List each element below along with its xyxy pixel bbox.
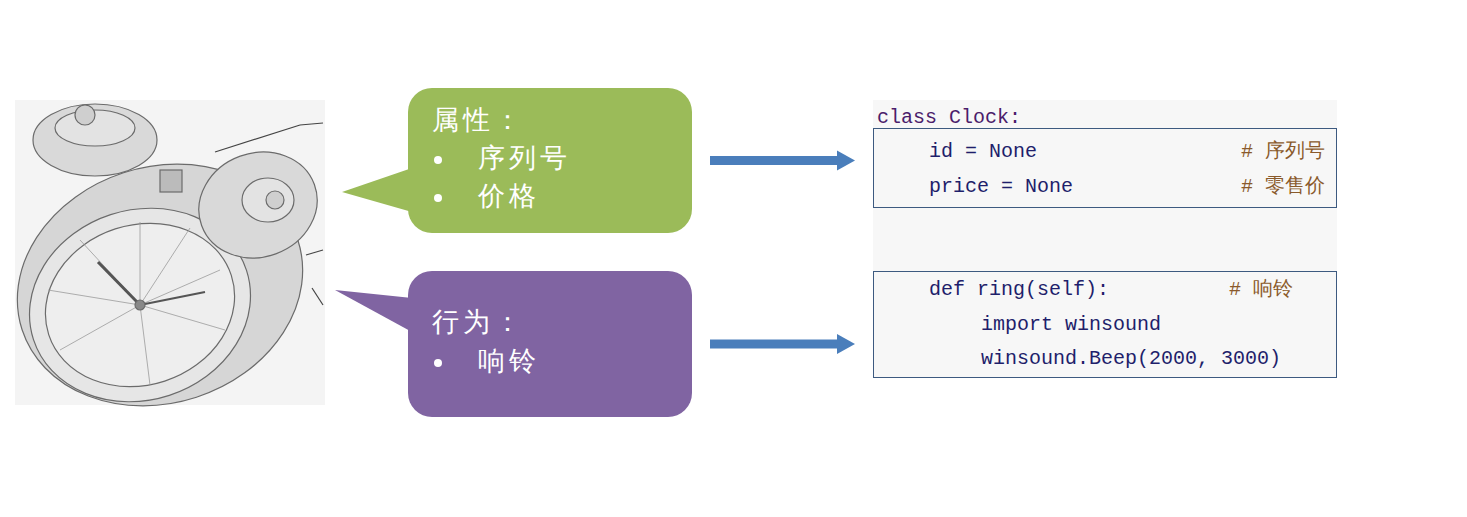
bullet-dot bbox=[434, 194, 442, 202]
bullet-layer bbox=[408, 271, 692, 417]
code-line: winsound.Beep(2000, 3000) bbox=[981, 347, 1281, 371]
bullet-dot bbox=[434, 156, 442, 164]
callout-text: 价格 bbox=[478, 180, 540, 212]
callout-text: 属性： bbox=[432, 104, 525, 136]
arrow-connector bbox=[710, 334, 855, 354]
code-line: class Clock: bbox=[877, 106, 1021, 130]
code-comment: # 响铃 bbox=[1229, 278, 1293, 302]
code-box: class Clock:id = None# 序列号price = None# … bbox=[873, 128, 1337, 208]
bullet-dot bbox=[434, 359, 442, 367]
arrow-connector bbox=[710, 151, 855, 171]
callout-text: 响铃 bbox=[478, 345, 540, 377]
callout-tail bbox=[342, 168, 412, 212]
code-comment: # 零售价 bbox=[1241, 175, 1325, 199]
code-line: import winsound bbox=[981, 313, 1161, 337]
clock-illustration bbox=[0, 100, 334, 442]
attribute-callout: 属性： 序列号价格 bbox=[408, 88, 692, 233]
code-line: def ring(self): bbox=[929, 278, 1109, 302]
behavior-callout: 行为： 响铃 bbox=[408, 271, 692, 417]
code-background bbox=[873, 100, 1337, 378]
code-line: id = None bbox=[929, 140, 1037, 164]
callout-text: 序列号 bbox=[478, 142, 571, 174]
code-box: def ring(self): # 响铃 import winsound winsou… bbox=[873, 271, 1337, 378]
callout-tail bbox=[335, 290, 412, 332]
callout-text: 行为： bbox=[432, 306, 525, 338]
code-comment: # 序列号 bbox=[1241, 140, 1325, 164]
code-line: price = None bbox=[929, 175, 1073, 199]
